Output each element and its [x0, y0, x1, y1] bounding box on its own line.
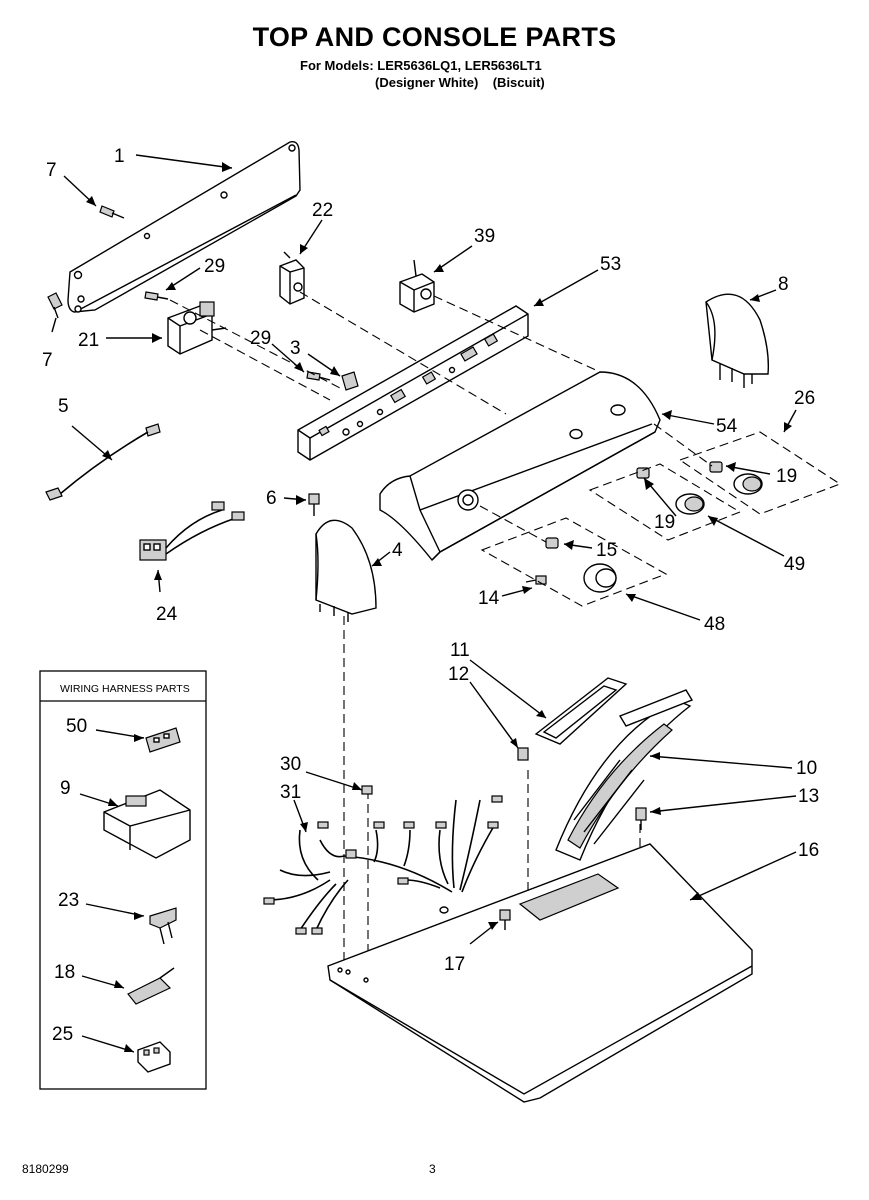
part-10-control-panel	[555, 689, 694, 861]
callout-50: 50	[66, 716, 87, 737]
part-54-console	[379, 371, 661, 562]
part-15-knob-insert	[545, 537, 559, 549]
colors-line: (Designer White) (Biscuit)	[375, 75, 545, 90]
part-6-screw	[308, 493, 320, 516]
callout-49: 49	[784, 554, 805, 575]
part-53-console-bracket	[297, 305, 529, 461]
callout-29-lower: 29	[250, 328, 271, 349]
callout-6: 6	[266, 488, 277, 509]
callout-15: 15	[596, 540, 617, 561]
part-4-end-cap	[315, 519, 377, 622]
part-13-screw	[635, 807, 647, 830]
callout-19-right: 19	[776, 466, 797, 487]
part-29-screw-upper	[144, 291, 169, 301]
callout-53: 53	[600, 254, 621, 275]
leader-lines	[51, 154, 797, 1053]
callout-31: 31	[280, 782, 301, 803]
callout-22: 22	[312, 200, 333, 221]
part-26-knob	[733, 473, 763, 495]
part-23-clip	[149, 907, 177, 945]
callout-30: 30	[280, 754, 301, 775]
part-12-clip	[517, 747, 529, 761]
knob-box-26	[678, 431, 842, 515]
part-50-connector	[145, 727, 181, 753]
part-31-wiring-harness	[263, 795, 503, 935]
part-48-knob	[583, 563, 617, 593]
part-8-end-cap	[705, 293, 770, 388]
callout-19-mid: 19	[654, 512, 675, 533]
callout-9: 9	[60, 778, 71, 799]
part-11-lens	[534, 677, 628, 745]
callout-48: 48	[704, 614, 725, 635]
part-22-switch	[279, 251, 305, 305]
knob-box-48	[480, 517, 668, 607]
callout-1: 1	[114, 146, 125, 167]
assembly-lines	[169, 291, 713, 980]
callout-12: 12	[448, 664, 469, 685]
part-9-connector-block	[103, 789, 191, 859]
wiring-harness-box-title: WIRING HARNESS PARTS	[60, 683, 190, 695]
page-title: TOP AND CONSOLE PARTS	[252, 22, 617, 52]
part-49-knob	[675, 493, 705, 515]
part-3-clip	[341, 371, 359, 391]
part-14-screw	[525, 575, 547, 585]
callout-16: 16	[798, 840, 819, 861]
callout-10: 10	[796, 758, 817, 779]
callout-7-top: 7	[46, 160, 57, 181]
part-17-screw	[499, 909, 511, 930]
callout-5: 5	[58, 396, 69, 417]
callout-17: 17	[444, 954, 465, 975]
callout-29-upper: 29	[204, 256, 225, 277]
callout-23: 23	[58, 890, 79, 911]
callout-25: 25	[52, 1024, 73, 1045]
doc-number: 8180299	[22, 1162, 69, 1176]
wiring-harness-box	[39, 670, 207, 1090]
callout-7-bottom: 7	[42, 350, 53, 371]
callout-39: 39	[474, 226, 495, 247]
part-19-knob-insert-mid	[636, 467, 650, 479]
callout-3: 3	[290, 338, 301, 359]
knob-box-49	[588, 463, 742, 541]
part-7-screw-bottom	[47, 292, 63, 319]
callout-13: 13	[798, 786, 819, 807]
models-line: For Models: LER5636LQ1, LER5636LT1	[300, 58, 542, 73]
callout-21: 21	[78, 330, 99, 351]
part-18-terminal	[127, 967, 175, 1005]
callout-4: 4	[392, 540, 403, 561]
callout-26: 26	[794, 388, 815, 409]
callout-18: 18	[54, 962, 75, 983]
part-25-connector	[137, 1041, 171, 1073]
callout-14: 14	[478, 588, 500, 609]
part-7-screw-top	[99, 205, 125, 219]
part-24-harness-connector	[139, 501, 245, 561]
page-number: 3	[429, 1162, 436, 1176]
part-19-knob-insert-right	[709, 461, 723, 473]
part-1-rear-panel	[67, 140, 301, 313]
callout-11: 11	[450, 640, 470, 661]
callout-54: 54	[716, 416, 738, 437]
part-21-timer	[167, 301, 227, 355]
part-30-clip	[361, 785, 373, 795]
part-5-wire	[45, 423, 161, 501]
callout-24: 24	[156, 604, 178, 625]
part-16-top-panel	[327, 843, 753, 1103]
callout-8: 8	[778, 274, 789, 295]
part-39-switch	[399, 259, 435, 313]
